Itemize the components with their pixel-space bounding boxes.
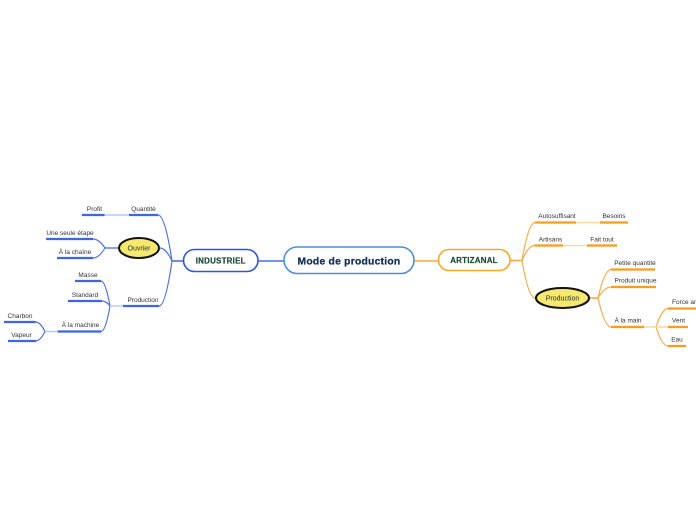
svg-text:À la machine: À la machine (62, 320, 100, 329)
svg-text:Quantité: Quantité (131, 206, 156, 213)
svg-text:Production: Production (127, 297, 158, 304)
svg-text:Mode de production: Mode de production (298, 257, 401, 268)
svg-text:Petite quantité: Petite quantité (614, 260, 656, 267)
svg-text:Force animale: Force animale (672, 299, 696, 306)
svg-text:À la chaîne: À la chaîne (59, 247, 92, 256)
svg-text:Ouvrier: Ouvrier (128, 246, 152, 253)
svg-text:Masse: Masse (78, 272, 98, 279)
svg-text:Vapeur: Vapeur (11, 332, 32, 339)
svg-text:ARTIZANAL: ARTIZANAL (450, 256, 498, 265)
svg-text:Produit unique: Produit unique (615, 278, 657, 285)
svg-text:Eau: Eau (671, 337, 683, 344)
svg-text:Une seule étape: Une seule étape (46, 230, 94, 237)
svg-text:Standard: Standard (72, 292, 99, 299)
svg-text:Artisans: Artisans (539, 237, 563, 244)
svg-text:À la main: À la main (614, 316, 641, 325)
svg-text:Profit: Profit (87, 206, 102, 213)
svg-text:Autosuffisant: Autosuffisant (538, 213, 576, 220)
svg-text:Besoins: Besoins (602, 213, 626, 220)
svg-text:Charbon: Charbon (8, 313, 33, 320)
svg-text:Production: Production (546, 296, 580, 303)
svg-text:INDUSTRIEL: INDUSTRIEL (196, 257, 246, 266)
svg-text:Vent: Vent (672, 318, 685, 325)
svg-text:Fait tout: Fait tout (590, 237, 614, 244)
